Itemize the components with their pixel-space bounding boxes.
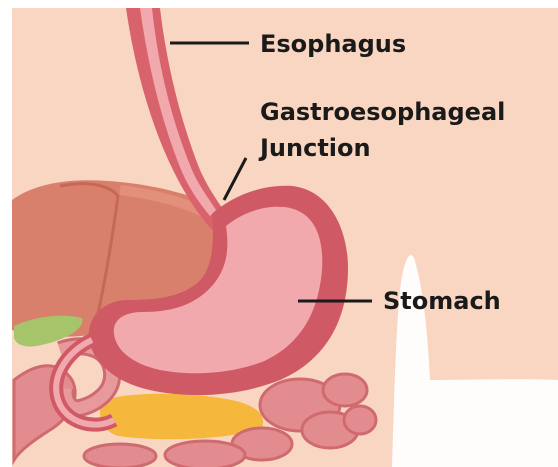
label-esophagus: Esophagus: [260, 29, 406, 59]
label-junction: Junction: [260, 133, 371, 163]
label-gastroesophageal: Gastroesophageal: [260, 97, 505, 127]
label-stomach: Stomach: [383, 286, 501, 316]
